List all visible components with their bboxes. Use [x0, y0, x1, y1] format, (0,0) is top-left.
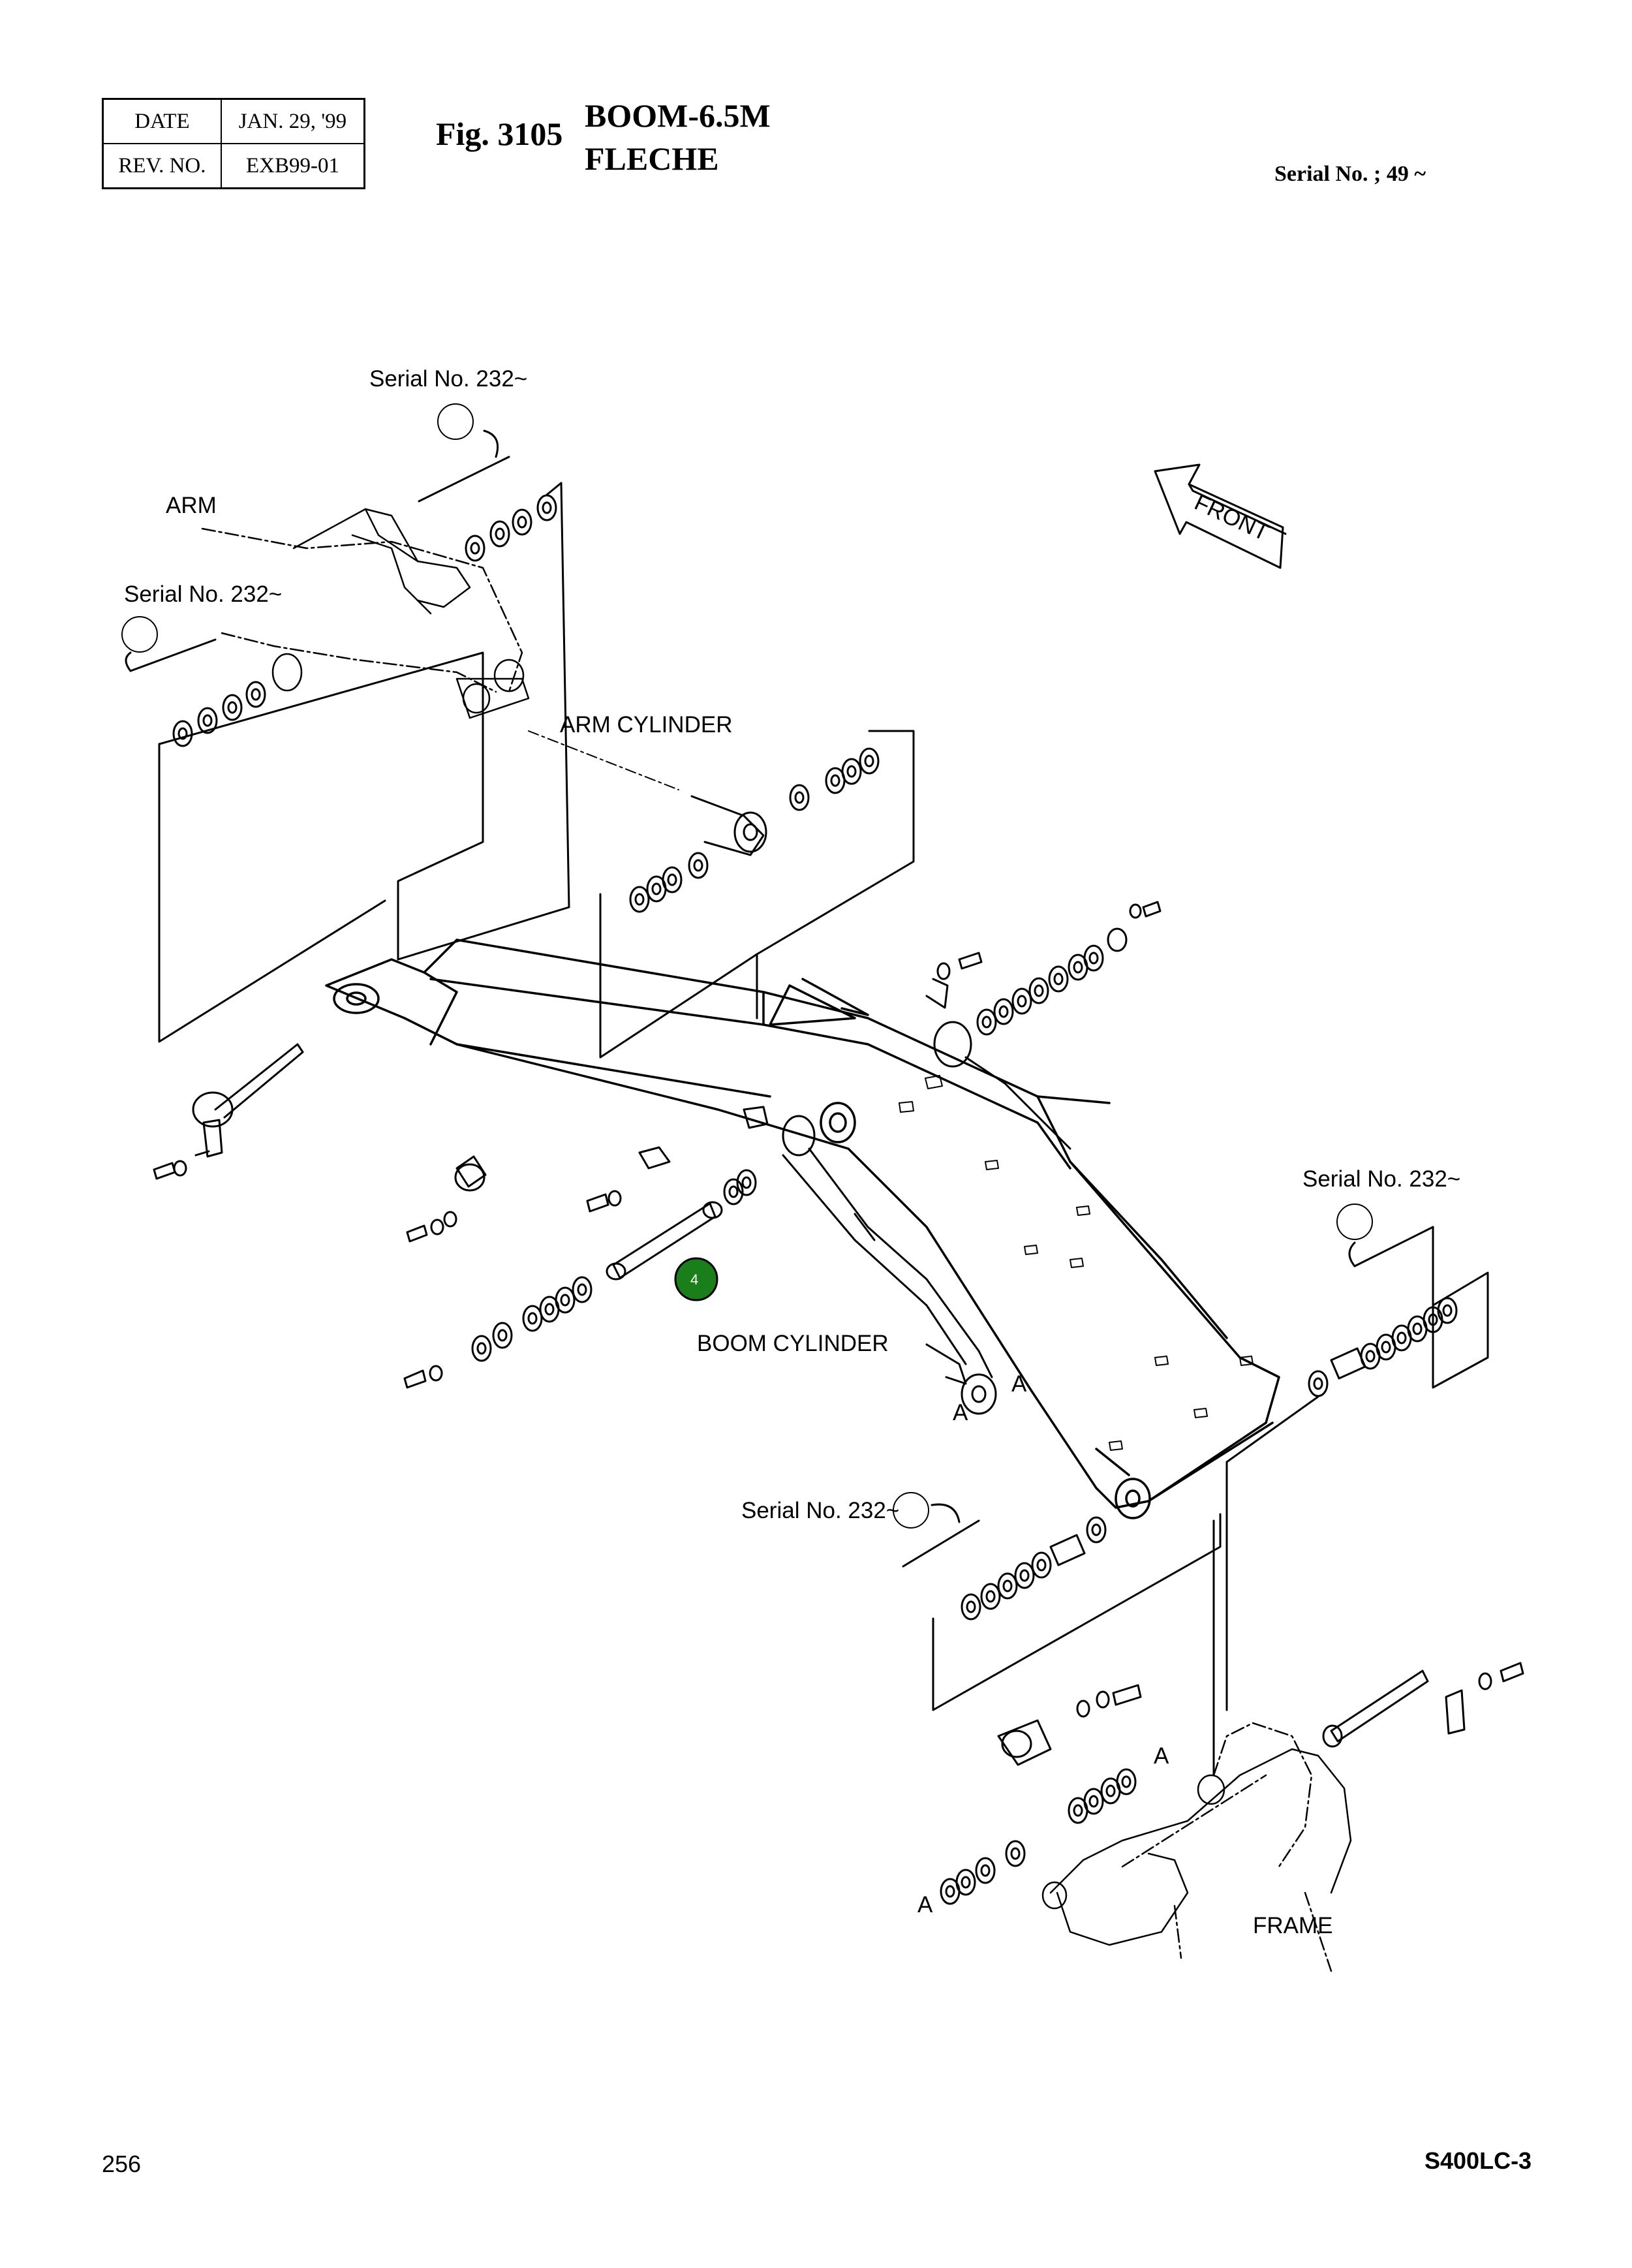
arrow-icon [483, 429, 499, 458]
ref-a-3: A [1154, 1743, 1169, 1769]
arrow-icon [931, 1503, 961, 1523]
figure-number: Fig. 3105 [436, 116, 563, 152]
figure-subtitle: FLECHE [585, 140, 719, 177]
washer-stack-mid-left [406, 1155, 487, 1243]
boom-foot-pin-left [153, 1043, 304, 1180]
revision-table: DATE JAN. 29, '99 REV. NO. EXB99-01 [102, 98, 365, 189]
arm-cylinder-label: ARM CYLINDER [560, 712, 732, 738]
boom-brackets [899, 1075, 1254, 1451]
frame-label: FRAME [1253, 1913, 1333, 1938]
arm-cylinder [528, 730, 915, 1059]
boom-body [325, 939, 1280, 1519]
date-label: DATE [102, 98, 222, 144]
rev-label: REV. NO. [102, 143, 222, 189]
page-number: 256 [102, 2151, 142, 2177]
figure-title: BOOM-6.5M [585, 97, 771, 134]
serial-232-bottom: Serial No. 232~ [741, 1498, 899, 1523]
washer-stack-lower-left [403, 1276, 593, 1389]
washer-stack-right [1225, 1226, 1489, 1711]
model-number: S400LC-3 [1424, 2147, 1532, 2174]
frame-outline [1041, 1722, 1352, 1972]
note-circle-bottom [893, 1492, 929, 1529]
washer-stack-arm-left [158, 651, 484, 1043]
ref-a-1: A [1011, 1371, 1027, 1397]
note-circle-top [437, 403, 474, 440]
arm-label: ARM [166, 493, 217, 518]
note-circle-left [121, 616, 158, 653]
serial-232-top: Serial No. 232~ [369, 366, 527, 392]
serial-232-left: Serial No. 232~ [124, 582, 282, 607]
upper-right-hardware [925, 901, 1162, 1150]
boom-cylinder-label: BOOM CYLINDER [697, 1331, 889, 1356]
frame-pin-hardware [940, 1662, 1524, 1905]
boom-cylinder [782, 1115, 997, 1415]
washer-stack-bottom [932, 1513, 1222, 1777]
arm-outline [201, 508, 530, 719]
ref-a-4: A [917, 1892, 933, 1918]
callout-4[interactable]: 4 [674, 1257, 718, 1301]
serial-232-right: Serial No. 232~ [1302, 1166, 1460, 1192]
front-label: FRONT [1191, 489, 1273, 546]
callout-4-number: 4 [690, 1271, 698, 1288]
note-circle-right [1336, 1204, 1373, 1240]
date-value: JAN. 29, '99 [220, 98, 365, 144]
rev-value: EXB99-01 [220, 143, 365, 189]
front-arrow-icon: FRONT [1154, 463, 1287, 569]
boom-cylinder-pin [586, 1106, 769, 1281]
arrow-icon [125, 651, 132, 672]
arrow-icon [1348, 1241, 1356, 1267]
ref-a-2: A [953, 1400, 968, 1425]
washer-stack-arm-top [397, 482, 570, 961]
serial-number: Serial No. ; 49 ~ [1274, 162, 1426, 186]
